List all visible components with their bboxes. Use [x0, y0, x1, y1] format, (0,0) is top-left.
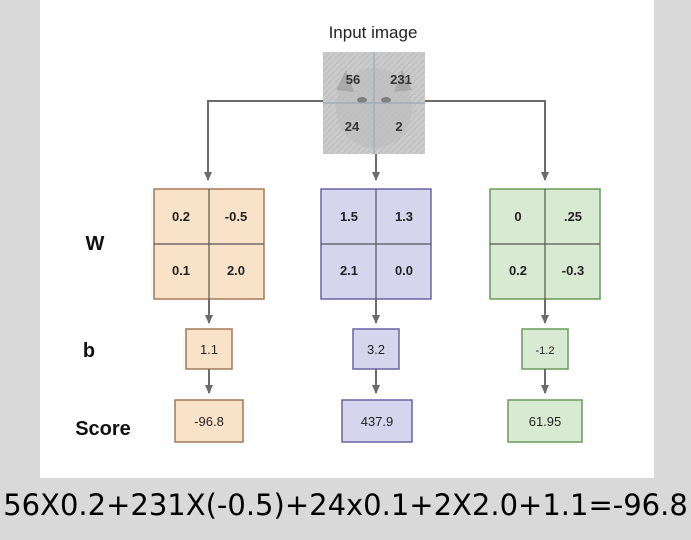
bias-value: 3.2	[367, 342, 385, 357]
class-column-3: 0 .25 0.2 -0.3 -1.2 61.95	[489, 188, 601, 443]
cat-image	[323, 52, 425, 154]
weight-value: 0.2	[172, 209, 190, 224]
pixel-value: 56	[346, 72, 360, 87]
class-column-2: 1.5 1.3 2.1 0.0 3.2 437.9	[320, 188, 432, 443]
linear-classifier-diagram: Input image 56 231 24 2 W b Score	[75, 23, 601, 443]
bias-label: b	[83, 340, 95, 362]
weight-value: 0.2	[509, 263, 527, 278]
bias-value: 1.1	[200, 342, 218, 357]
pixel-value: 2	[395, 119, 402, 134]
score-formula: 56X0.2+231X(-0.5)+24x0.1+2X2.0+1.1=-96.8	[3, 488, 688, 522]
diagram-panel: Input image 56 231 24 2 W b Score	[40, 0, 654, 478]
bias-box	[352, 328, 400, 370]
score-box	[174, 399, 244, 443]
weight-value: 2.0	[227, 263, 245, 278]
score-value: 437.9	[361, 414, 394, 429]
weight-value: 0.0	[395, 263, 413, 278]
weight-value: 1.3	[395, 209, 413, 224]
pixel-value: 24	[345, 119, 360, 134]
score-value: -96.8	[194, 414, 224, 429]
weight-value: 1.5	[340, 209, 358, 224]
bias-value: -1.2	[536, 345, 555, 357]
score-label: Score	[75, 418, 131, 440]
pixel-value: 231	[390, 72, 412, 87]
weights-label: W	[86, 233, 105, 255]
bias-box	[521, 328, 569, 370]
weight-value: .25	[564, 209, 582, 224]
input-image-title: Input image	[329, 23, 418, 42]
input-arrows	[204, 100, 549, 181]
score-box	[507, 399, 583, 443]
weight-value: 0.1	[172, 263, 190, 278]
weight-value: -0.5	[225, 209, 247, 224]
class-column-1: 0.2 -0.5 0.1 2.0 1.1 -96.8	[153, 188, 265, 443]
score-value: 61.95	[529, 414, 562, 429]
weight-value: 0	[514, 209, 521, 224]
score-box	[341, 399, 413, 443]
weight-value: 2.1	[340, 263, 358, 278]
weight-value: -0.3	[562, 263, 584, 278]
